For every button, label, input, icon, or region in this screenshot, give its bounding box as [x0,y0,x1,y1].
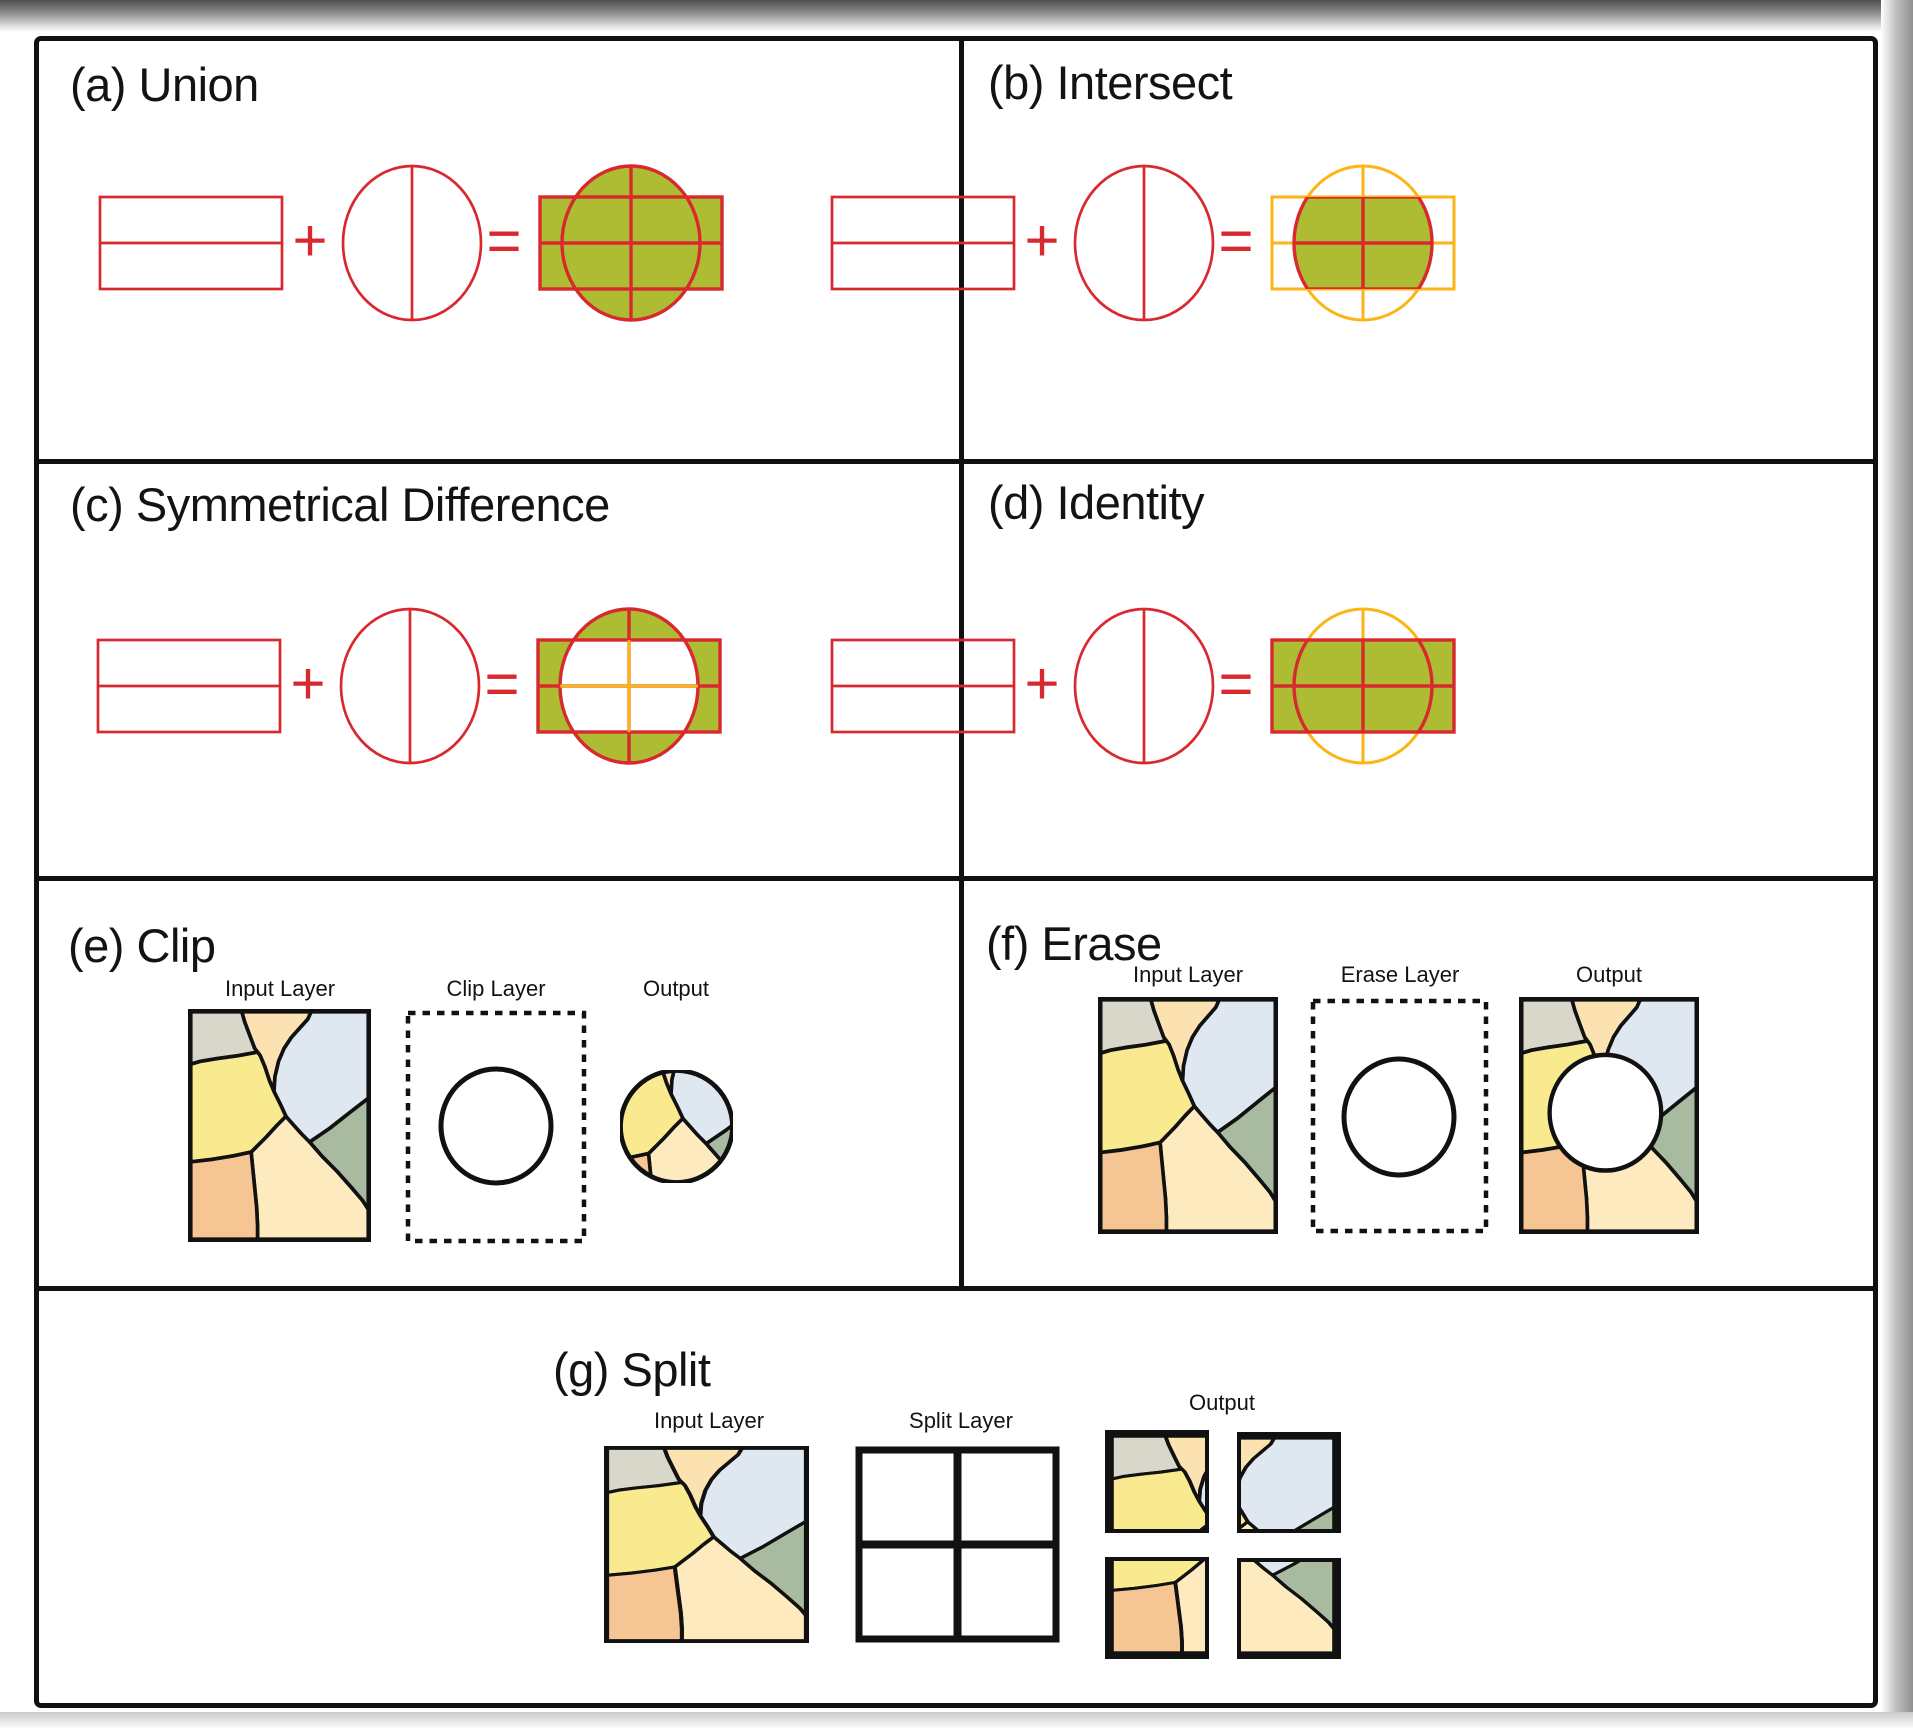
split-output-tile-bottomright [1237,1558,1341,1659]
split-layer-graphic [855,1446,1060,1643]
equals-operator: = [486,207,521,274]
equals-operator: = [1218,650,1253,717]
union-diagram: + = [98,164,724,322]
plus-operator: + [292,207,327,274]
input-circle-layer [339,607,481,765]
panel-b-title: (b) Intersect [988,56,1233,109]
erase-output-graphic [1519,997,1699,1234]
clip-input-map [188,1009,371,1242]
divider-row3-row4 [39,1286,1873,1291]
clip-layer-graphic [405,1010,587,1244]
erase-layer-label: Erase Layer [1340,962,1460,987]
split-layer-label: Split Layer [909,1408,1013,1433]
symmetrical-difference-diagram: + = [96,607,722,765]
split-output-tile-bottomleft [1105,1557,1209,1659]
panel-g-title: (g) Split [553,1343,711,1396]
panel-f-title: (f) Erase [986,917,1162,970]
split-output-label: Output [1188,1390,1256,1415]
input-circle-layer [341,164,483,322]
split-input-label: Input Layer [653,1408,765,1433]
input-rectangle-layer [830,638,1016,734]
symmetrical-difference-output [536,607,722,765]
union-output [538,164,724,322]
panel-c-title: (c) Symmetrical Difference [70,478,610,531]
clip-output-graphic [620,1070,733,1183]
panel-e-title: (e) Clip [68,919,216,972]
erase-input-label: Input Layer [1132,962,1244,987]
scan-shadow-top [0,0,1913,32]
equals-operator: = [484,650,519,717]
scan-shadow-bottom [0,1712,1913,1733]
clip-output-label: Output [642,976,710,1001]
input-rectangle-layer [98,195,284,291]
input-rectangle-layer [96,638,282,734]
erase-input-map [1098,997,1278,1234]
divider-row2-row3 [39,876,1873,881]
plus-operator: + [1024,207,1059,274]
split-input-map [604,1446,809,1643]
equals-operator: = [1218,207,1253,274]
split-output-tile-topleft [1105,1430,1209,1533]
intersect-diagram: + = [830,164,1456,322]
plus-operator: + [290,650,325,717]
figure-frame [34,36,1878,1708]
input-rectangle-layer [830,195,1016,291]
intersect-output [1270,164,1456,322]
erase-output-label: Output [1575,962,1643,987]
identity-output [1270,607,1456,765]
panel-a-title: (a) Union [70,58,259,111]
plus-operator: + [1024,650,1059,717]
identity-diagram: + = [830,607,1456,765]
divider-vertical [959,41,964,1288]
clip-layer-label: Clip Layer [446,976,546,1001]
split-output-tile-topright [1237,1432,1341,1533]
scan-shadow-right [1881,0,1913,1733]
input-circle-layer [1073,164,1215,322]
erase-layer-graphic [1310,998,1489,1234]
divider-row1-row2 [39,459,1873,464]
panel-d-title: (d) Identity [988,476,1205,529]
input-circle-layer [1073,607,1215,765]
clip-input-label: Input Layer [224,976,336,1001]
